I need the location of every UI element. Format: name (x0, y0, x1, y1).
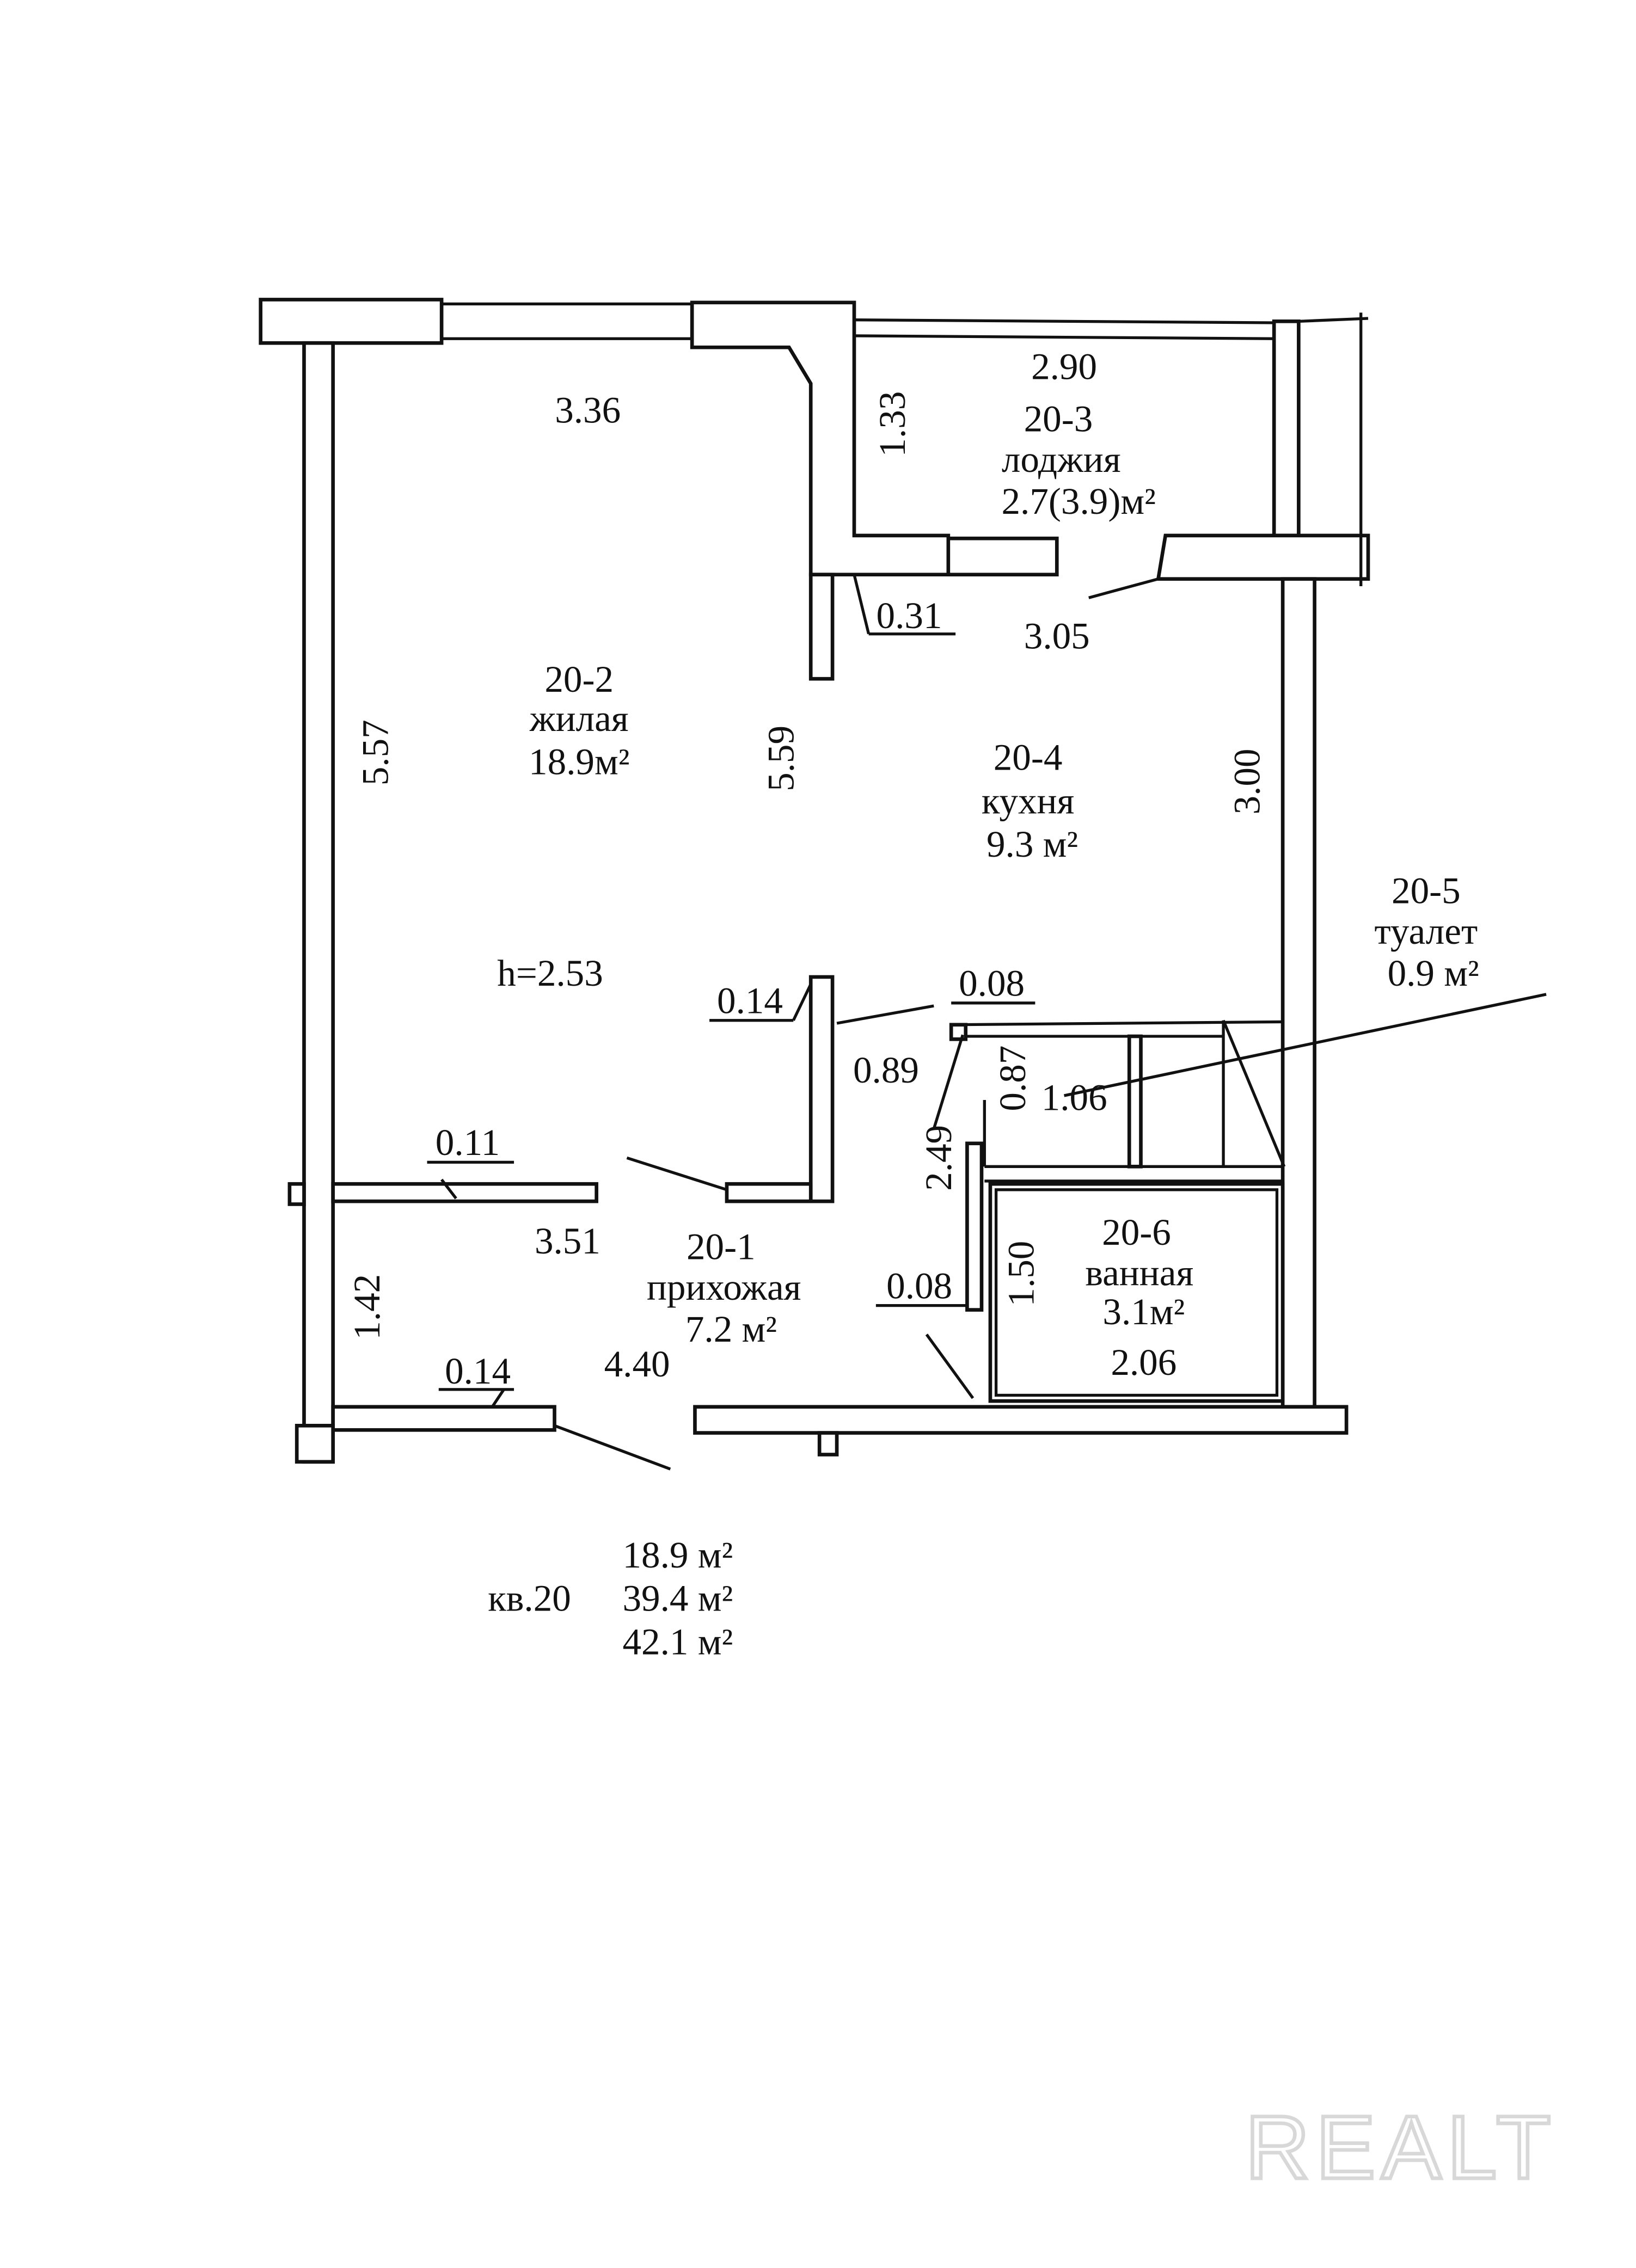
dim: 1.50 (1000, 1241, 1042, 1307)
room-hall-name: прихожая (647, 1266, 801, 1308)
summary-total-with-loggia: 42.1 м² (623, 1620, 733, 1662)
dim: 0.14 (717, 979, 783, 1021)
dim: 3.36 (555, 389, 621, 431)
room-loggia-id: 20-3 (1024, 397, 1093, 439)
room-kitchen-name: кухня (982, 779, 1075, 821)
room-toilet-area: 0.9 м² (1388, 952, 1479, 994)
dim: 1.06 (1041, 1077, 1107, 1118)
room-living-id: 20-2 (544, 658, 614, 700)
watermark-logo: REALT (1245, 2097, 1557, 2197)
room-labels: 20-2 жилая 18.9м² 20-3 лоджия 2.7(3.9)м²… (529, 397, 1479, 1350)
summary-living-area: 18.9 м² (623, 1534, 733, 1576)
room-bath-id: 20-6 (1102, 1211, 1171, 1253)
dim: 0.31 (877, 594, 942, 636)
room-hall-id: 20-1 (687, 1226, 756, 1268)
dim: 2.90 (1031, 346, 1097, 388)
room-toilet-name: туалет (1375, 910, 1478, 952)
room-kitchen-id: 20-4 (994, 736, 1063, 778)
summary-total-area: 39.4 м² (623, 1577, 733, 1619)
room-toilet-id: 20-5 (1392, 869, 1461, 911)
dim: 0.14 (445, 1350, 511, 1392)
dim: 3.05 (1024, 614, 1090, 656)
leader-lines (427, 574, 1547, 1471)
room-bath-area: 3.1м² (1102, 1290, 1185, 1332)
room-loggia-area: 2.7(3.9)м² (1001, 480, 1155, 522)
dim: 3.51 (535, 1220, 601, 1262)
dim: 0.08 (959, 962, 1025, 1004)
room-loggia-name: лоджия (1002, 438, 1121, 480)
summary-apartment: кв.20 (488, 1577, 571, 1619)
dim: 5.59 (759, 726, 801, 791)
dim: 0.89 (853, 1049, 919, 1091)
dim: 3.00 (1226, 748, 1268, 814)
area-summary: 18.9 м² кв.20 39.4 м² 42.1 м² (488, 1534, 733, 1663)
dim: 1.33 (871, 391, 913, 457)
dim: 4.40 (604, 1343, 670, 1385)
dim: 2.49 (917, 1125, 959, 1191)
dimension-labels: 3.36 2.90 1.33 0.31 3.05 5.57 5.59 3.00 … (346, 346, 1268, 1392)
room-kitchen-area: 9.3 м² (986, 823, 1078, 865)
dim: 0.87 (991, 1046, 1033, 1111)
dim: 0.11 (436, 1121, 500, 1163)
dim: 2.06 (1111, 1341, 1177, 1383)
room-hall-area: 7.2 м² (685, 1308, 777, 1350)
walls (259, 298, 1370, 1464)
dim: 0.08 (886, 1264, 952, 1306)
room-living-name: жилая (529, 697, 629, 739)
dim: 5.57 (354, 720, 396, 785)
room-living-area: 18.9м² (529, 741, 629, 783)
dim: 1.42 (346, 1274, 388, 1340)
ceiling-height: h=2.53 (497, 952, 603, 994)
room-bath-name: ванная (1085, 1251, 1193, 1293)
